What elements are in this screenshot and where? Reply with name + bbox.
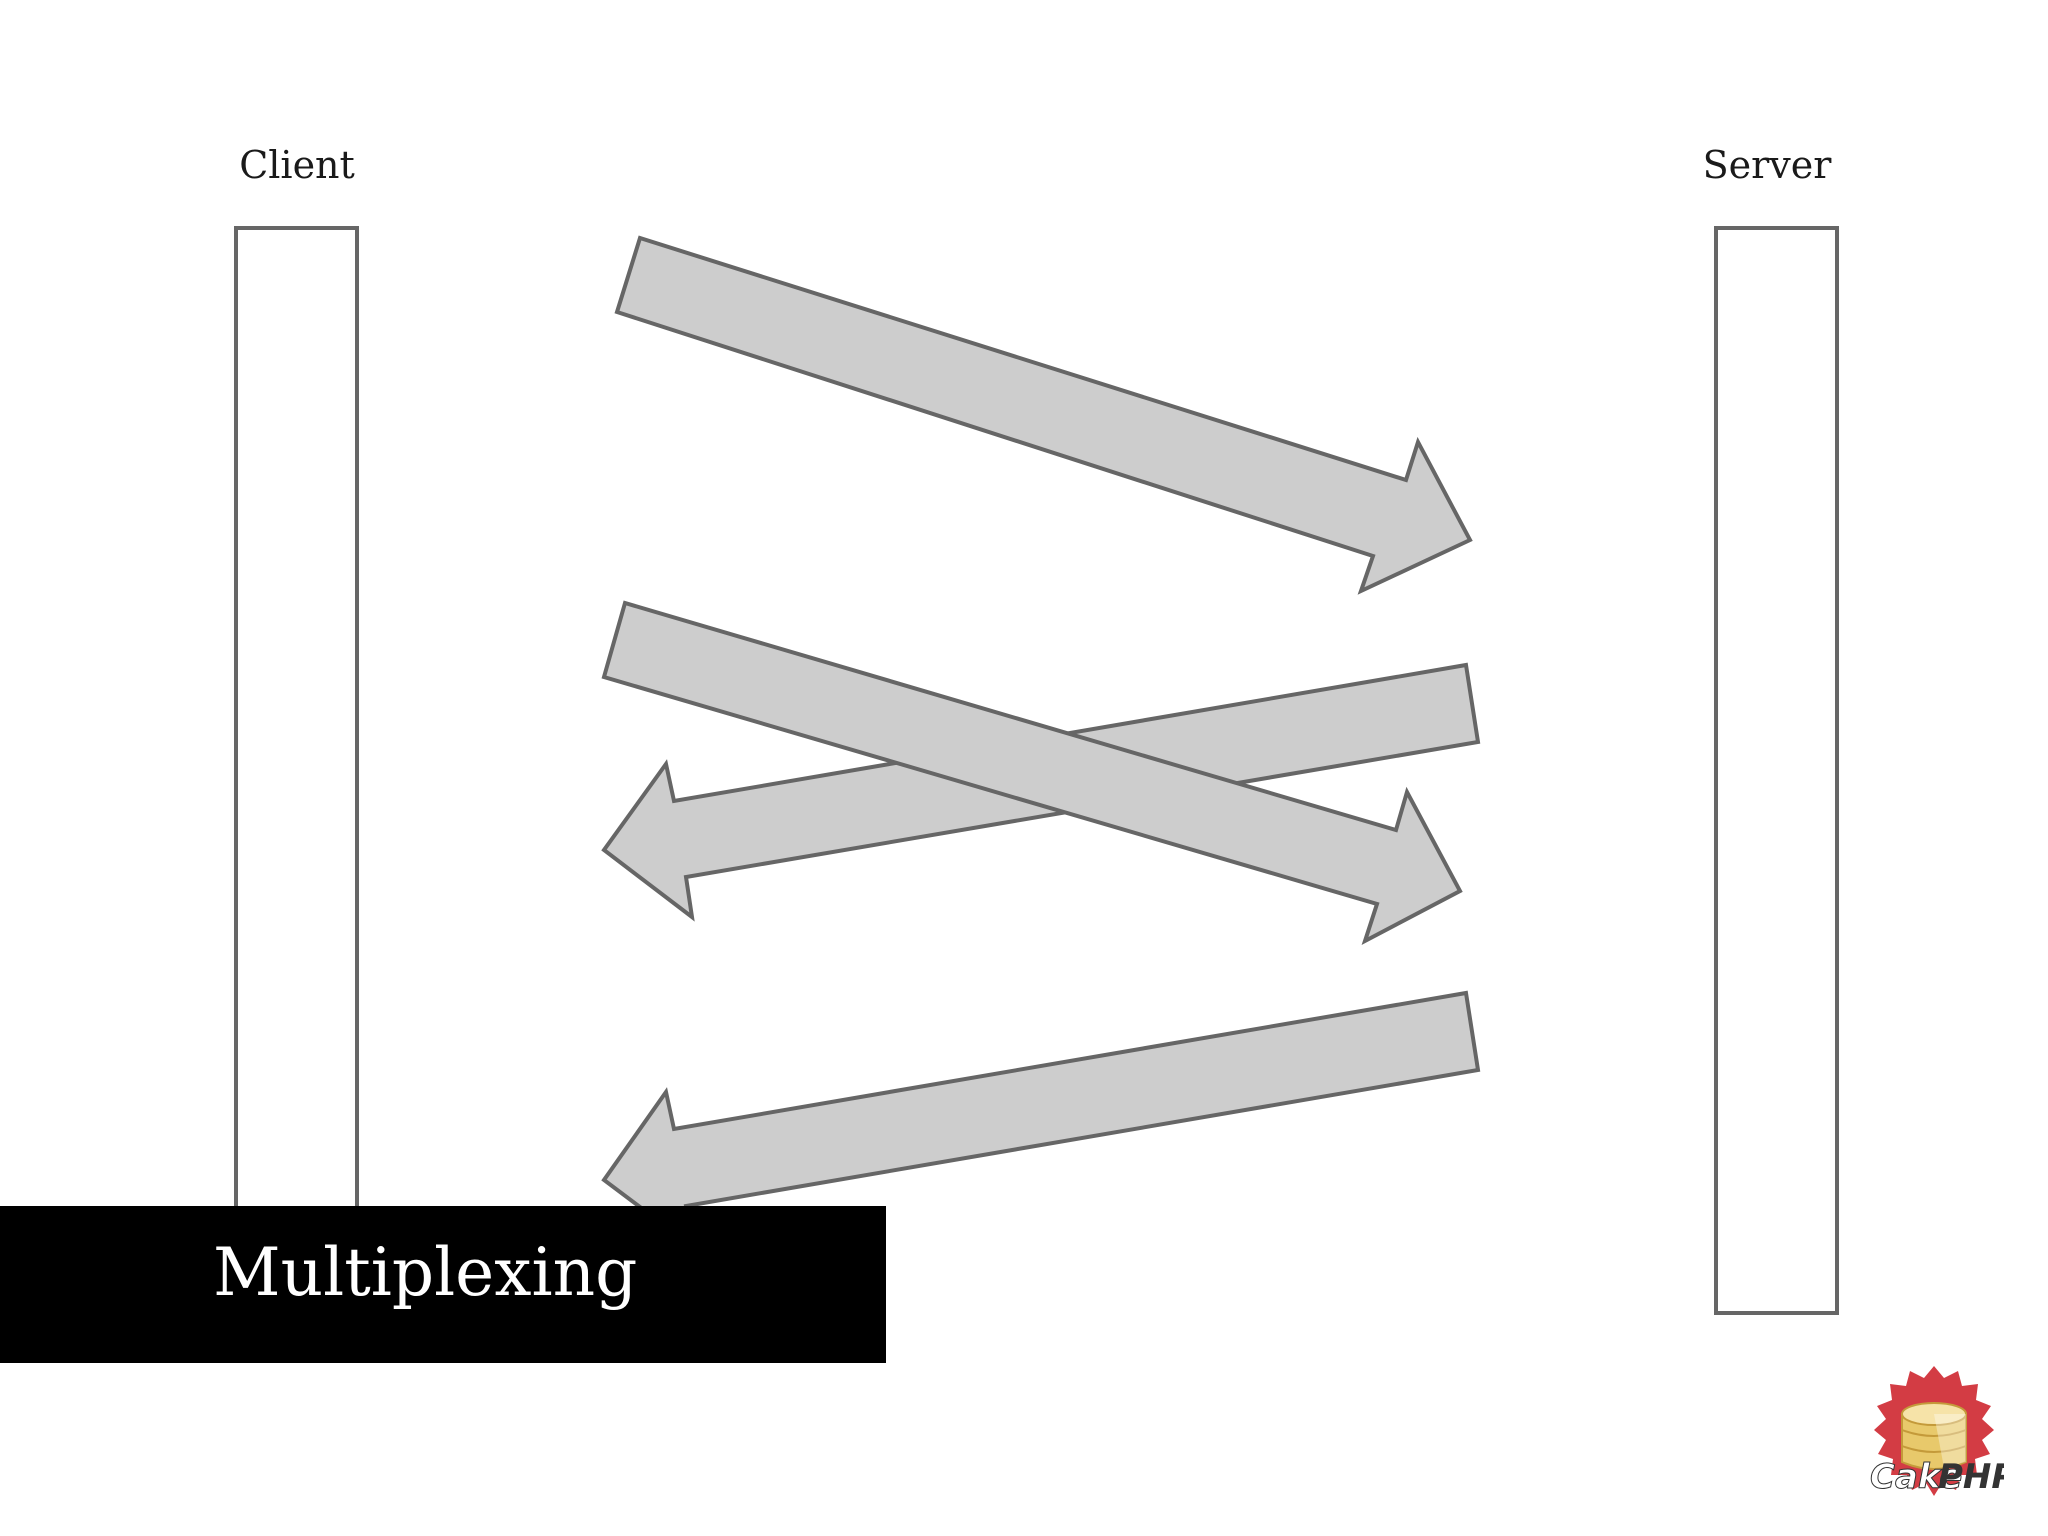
request-arrow-2 [601, 600, 1463, 946]
server-lifeline [1714, 226, 1839, 1315]
logo-text-cake: Cake [1870, 1457, 1962, 1497]
client-label: Client [239, 143, 355, 187]
client-lifeline [234, 226, 359, 1230]
server-label: Server [1703, 143, 1833, 187]
logo-text-php: PHP [1938, 1457, 2004, 1497]
cake-icon [1901, 1402, 1967, 1470]
cakephp-logo: Cake PHP [1870, 1366, 2004, 1498]
slide-title: Multiplexing [213, 1234, 638, 1311]
request-arrow-1 [614, 235, 1473, 595]
title-bar: Multiplexing [0, 1206, 886, 1363]
